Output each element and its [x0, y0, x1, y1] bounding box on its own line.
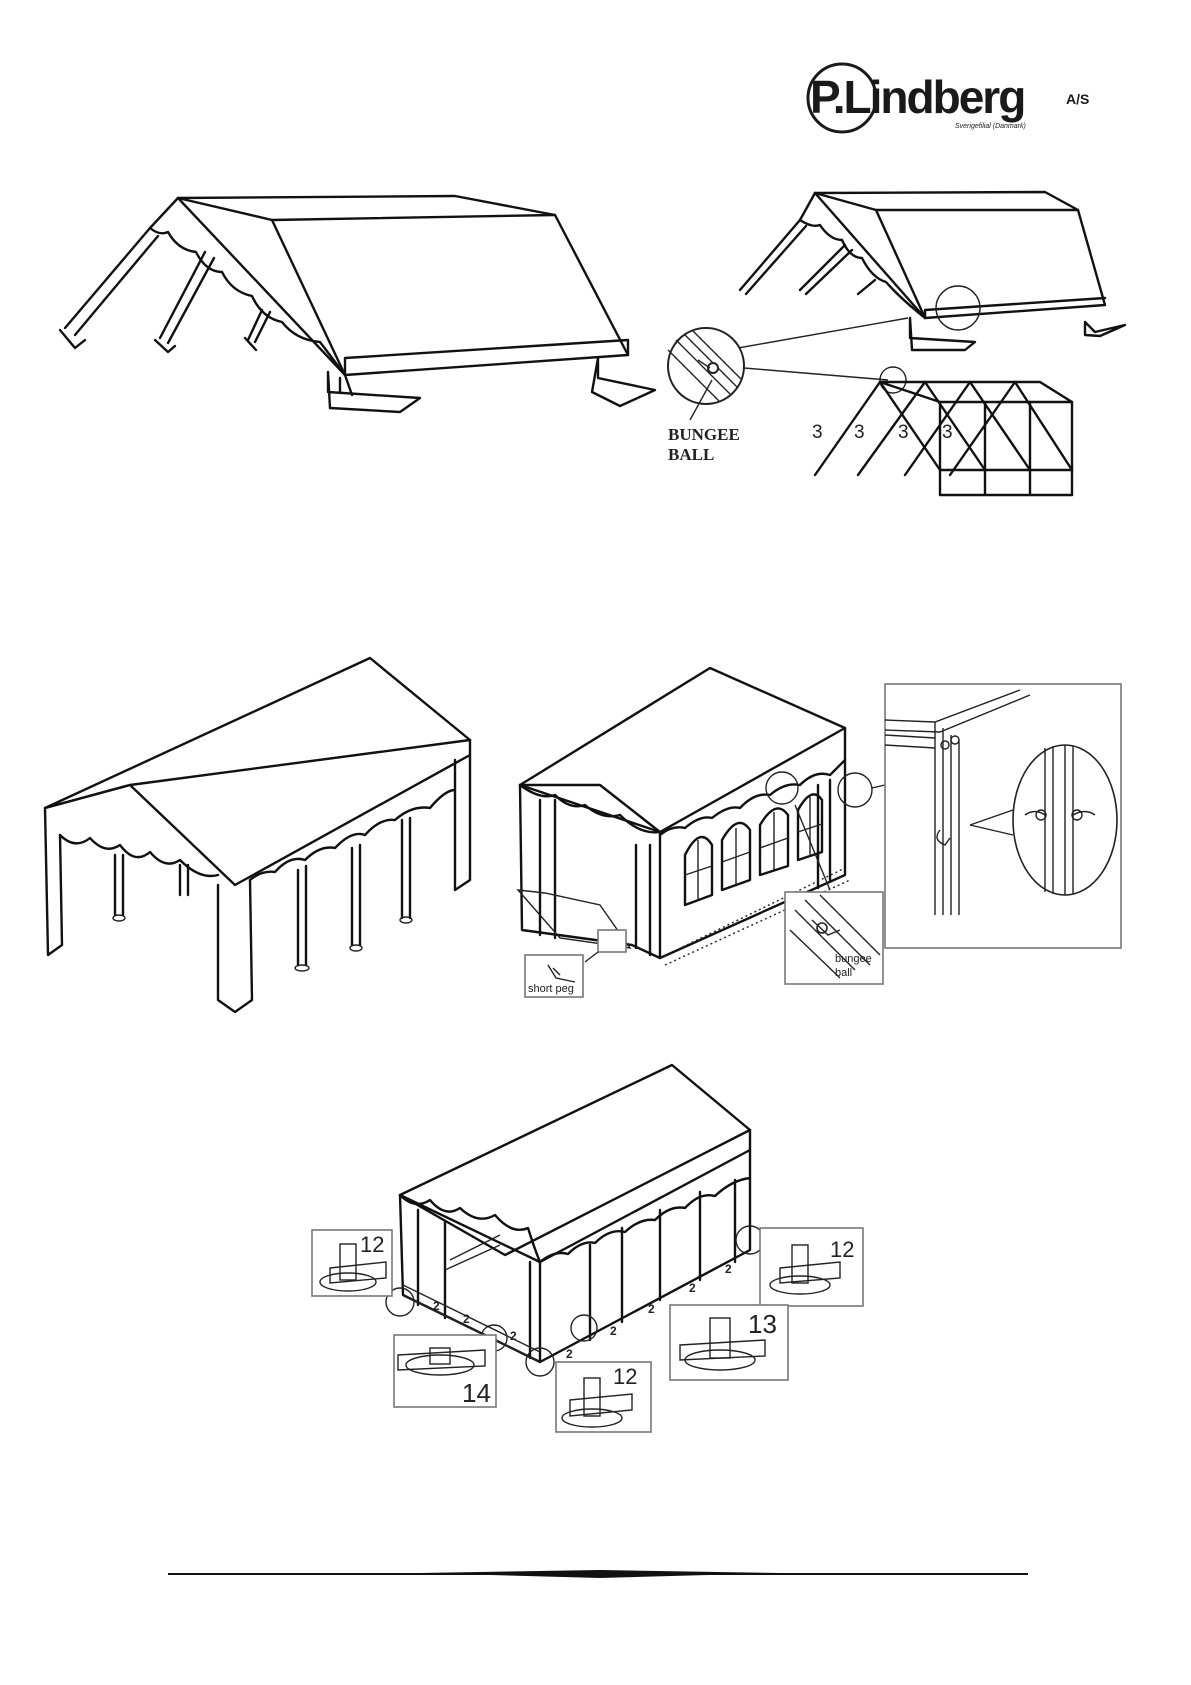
- part-12c-label: 12: [613, 1364, 637, 1389]
- bungee-box-label-line1: bungee: [835, 953, 872, 965]
- part-12-bottom: 12: [556, 1362, 651, 1432]
- peg-detail-box: [598, 930, 626, 952]
- side-number-d: 2: [566, 1347, 573, 1361]
- part-12a-label: 12: [360, 1232, 384, 1257]
- short-peg-label: short peg: [528, 983, 574, 995]
- tent-legs-illustration: [45, 658, 470, 1012]
- short-peg-callout: short peg: [525, 955, 583, 997]
- part-number-3d: 3: [942, 422, 953, 443]
- frame-illustration: 3 3 3 3: [812, 367, 1072, 495]
- bungee-label-line1: BUNGEE: [668, 425, 740, 444]
- brand-logo: P.Lindberg A/S Sverigefilial (Danmark): [808, 64, 1089, 132]
- corner-detail-marker: [838, 773, 872, 807]
- arched-windows: [685, 794, 822, 905]
- roof-cover-illustration: [60, 196, 655, 412]
- part-12-right: 12: [760, 1228, 863, 1306]
- side-number-h: 2: [725, 1262, 732, 1276]
- bungee-detail-box: [785, 892, 883, 984]
- part-12-top-left: 12: [312, 1230, 392, 1296]
- side-number-c: 2: [510, 1329, 517, 1343]
- side-number-f: 2: [648, 1302, 655, 1316]
- logo-suffix: A/S: [1066, 91, 1089, 107]
- corner-detail-callout: [885, 684, 1121, 948]
- bungee-ball-icon-2: [817, 923, 827, 933]
- footer-rule: [168, 1570, 1028, 1578]
- part-number-3a: 3: [812, 422, 823, 443]
- bungee-box-label-line2: ball: [835, 967, 852, 979]
- side-number-b: 2: [463, 1312, 470, 1326]
- side-number-e: 2: [610, 1324, 617, 1338]
- part-13-label: 13: [748, 1309, 777, 1339]
- mid-marker-13: [571, 1315, 597, 1341]
- logo-tagline: Sverigefilial (Danmark): [955, 123, 1026, 130]
- bungee-label-line2: BALL: [668, 445, 714, 464]
- part-14: 14: [394, 1335, 496, 1408]
- part-number-3b: 3: [854, 422, 865, 443]
- part-12b-label: 12: [830, 1237, 854, 1262]
- bungee-ball-callout: BUNGEE BALL: [668, 328, 888, 464]
- logo-brand-text: P.Lindberg: [810, 71, 1024, 123]
- part-13: 13: [670, 1305, 788, 1380]
- roof-assembly-illustration: [738, 192, 1125, 350]
- bungee-ball-box-callout: bungee ball: [785, 892, 883, 984]
- side-number-g: 2: [689, 1281, 696, 1295]
- side-number-a: 2: [433, 1299, 440, 1313]
- part-number-3c: 3: [898, 422, 909, 443]
- part-14-label: 14: [462, 1378, 491, 1408]
